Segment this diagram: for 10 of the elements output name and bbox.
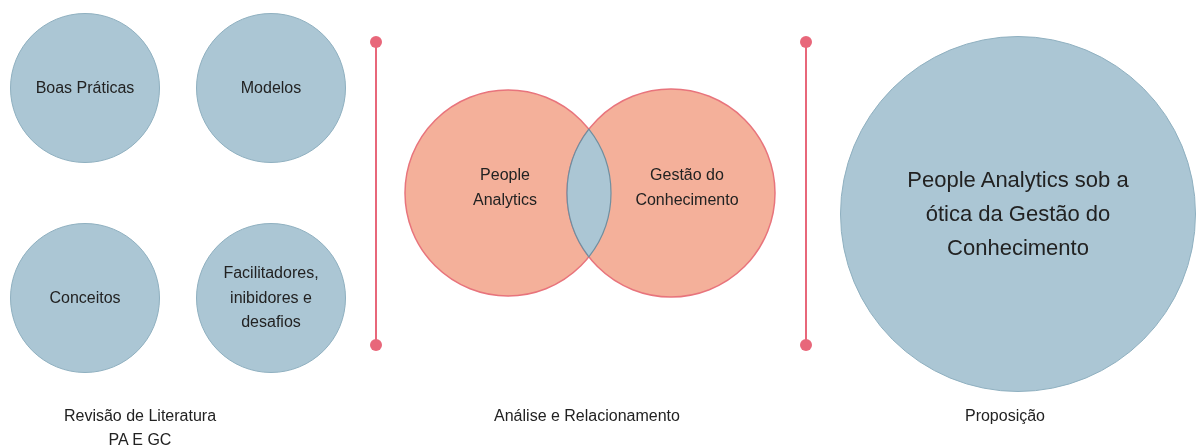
section-caption: Revisão de Literatura PA E GC — [62, 406, 218, 448]
node-label: Modelos — [239, 77, 303, 98]
venn-label: Gestão do Conhecimento — [612, 163, 762, 213]
node-label: People Analytics sob a ótica da Gestão do Conhecimento — [906, 165, 1130, 263]
node-label: Conceitos — [48, 287, 122, 308]
section-caption: Análise e Relacionamento — [493, 406, 681, 426]
node-label: Boas Práticas — [34, 77, 136, 98]
venn-label: People Analytics — [450, 163, 560, 213]
section-caption: Proposição — [963, 406, 1046, 426]
node-label: Facilitadores, inibidores e desafios — [222, 262, 320, 333]
